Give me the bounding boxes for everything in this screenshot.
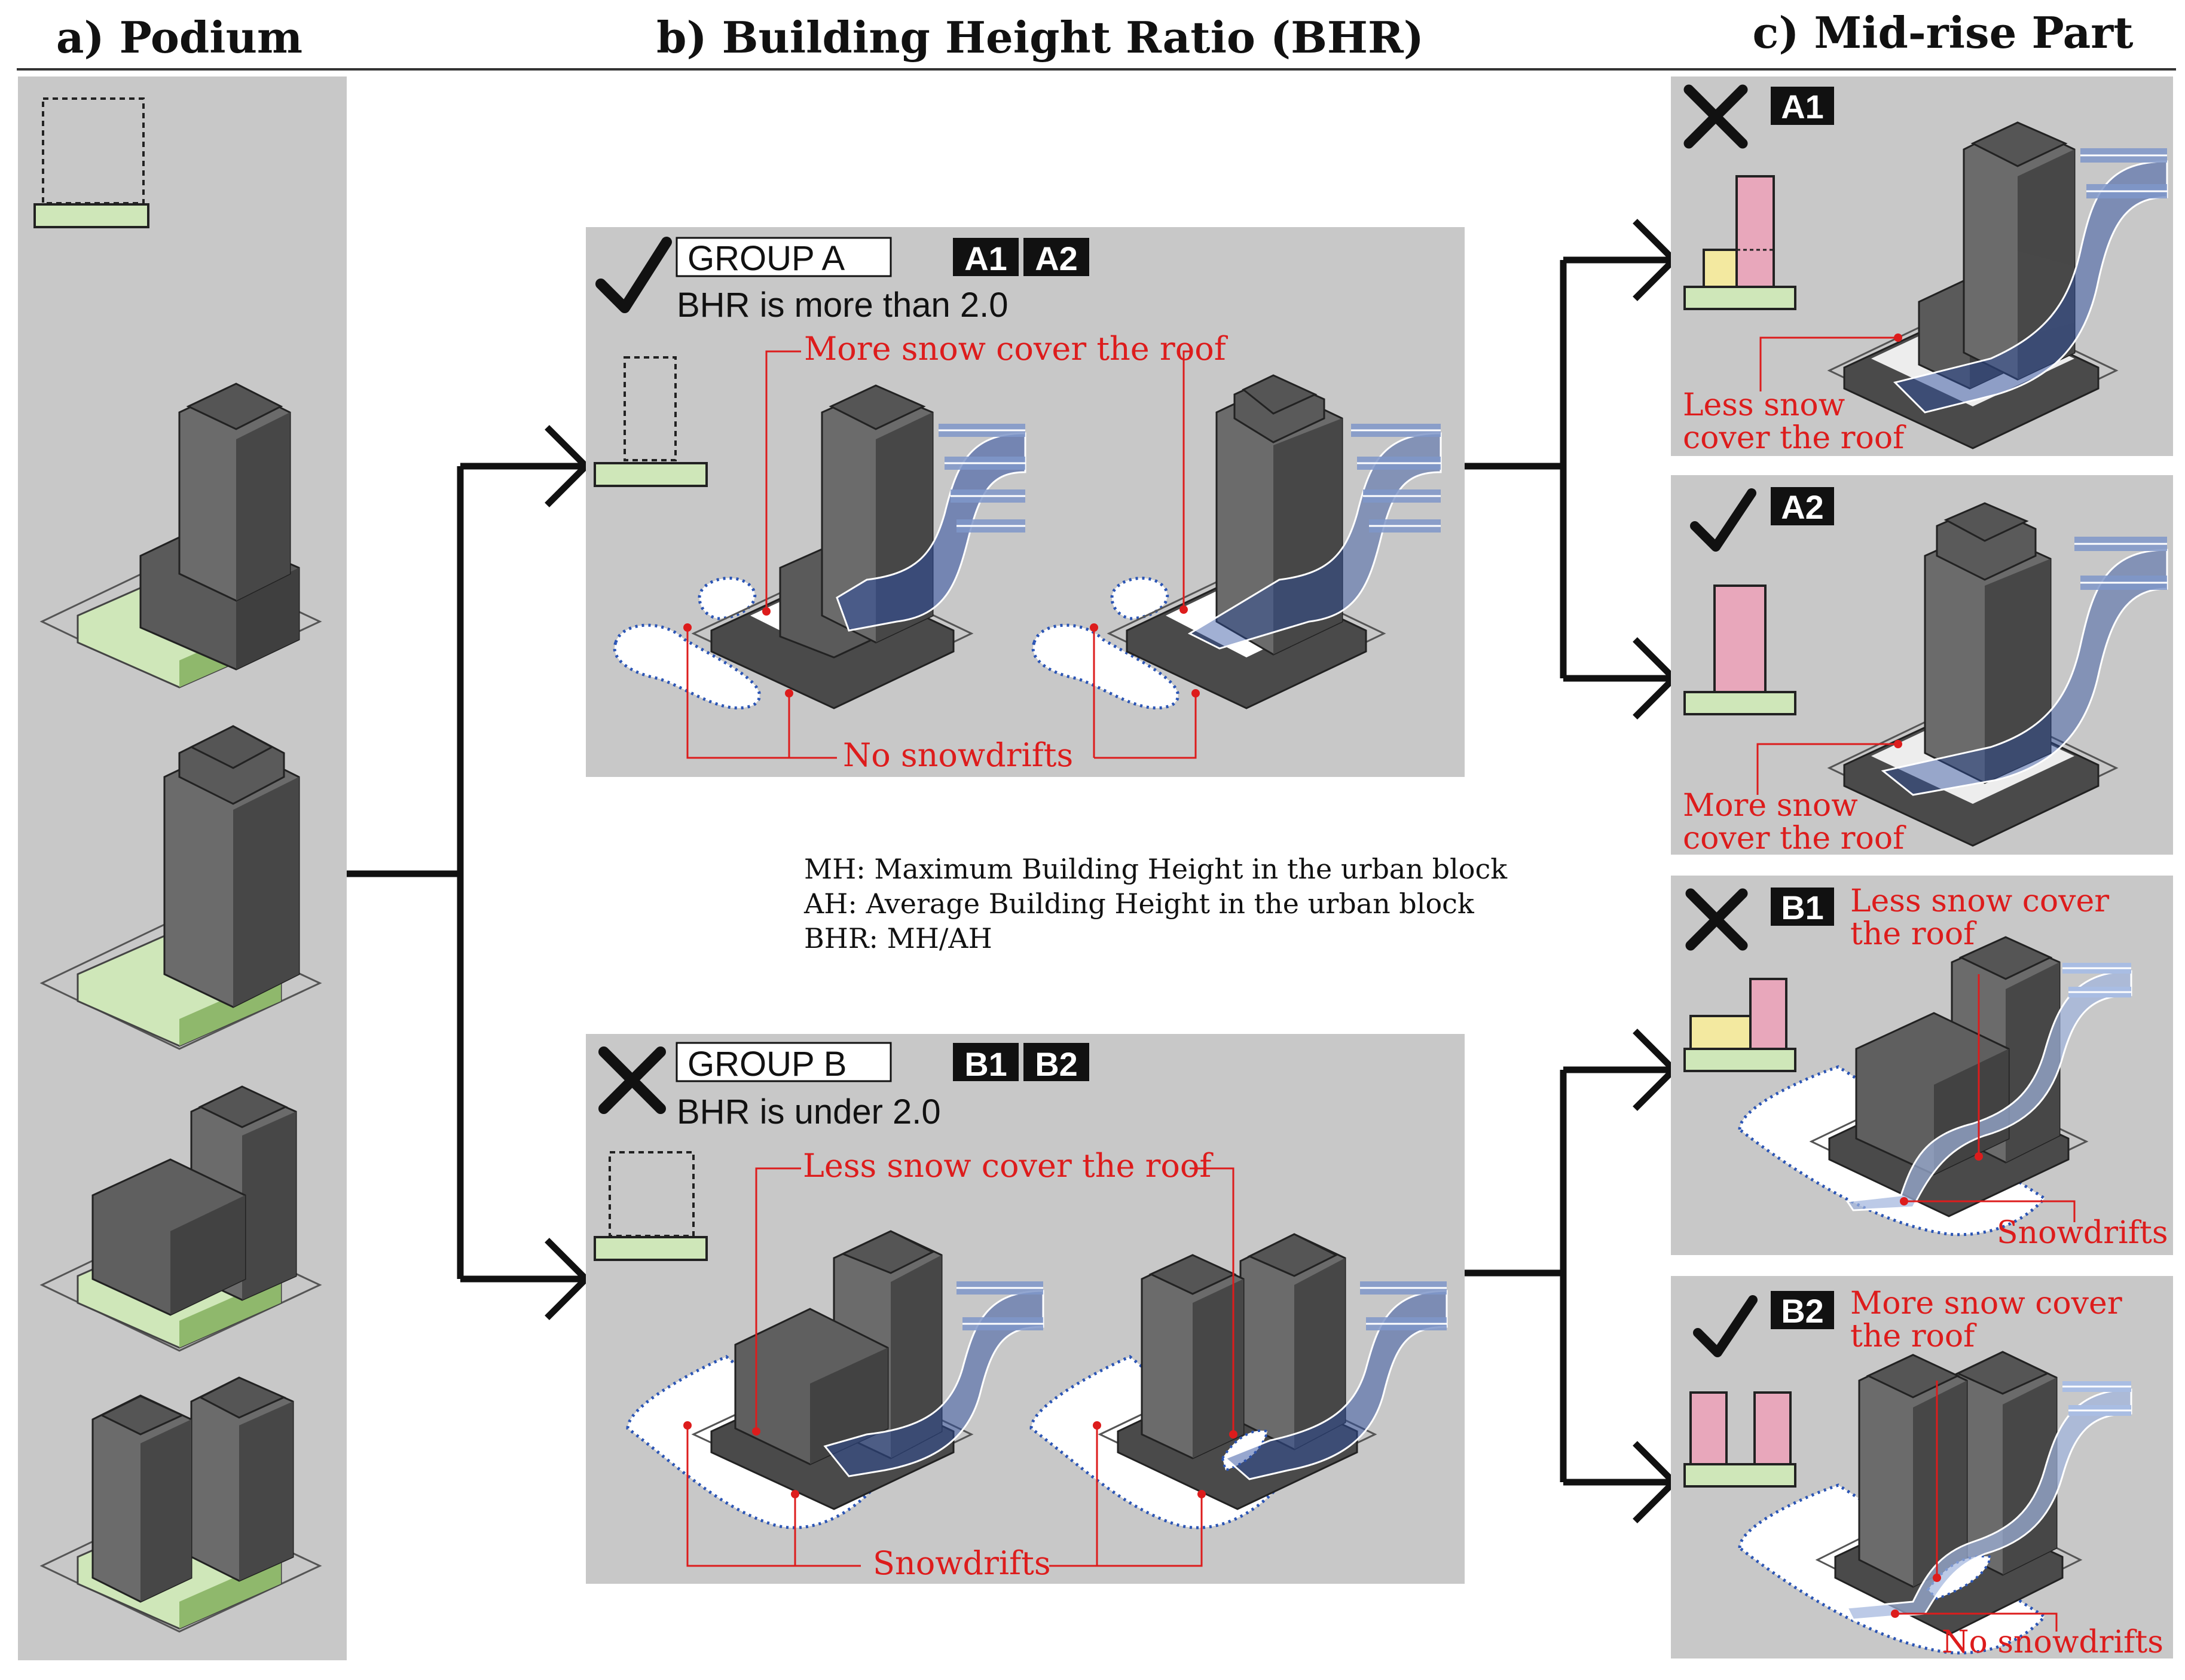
case-b2-annotation-bottom: No snowdrifts	[1942, 1624, 2163, 1660]
case-b2-leader-bottom	[1895, 1612, 2058, 1632]
case-b2-building	[1738, 1351, 2132, 1655]
case-b1-annotation-bottom: Snowdrifts	[1997, 1215, 2168, 1251]
case-b2-icon-pink-right	[1753, 1391, 1792, 1465]
group-a-dot	[1090, 623, 1098, 632]
case-b1-icon-base	[1683, 1048, 1796, 1072]
group-b-dot	[683, 1421, 692, 1430]
badge-b2-bg	[1023, 1043, 1089, 1081]
group-b-name-box	[676, 1042, 892, 1082]
case-a1-icon-pink	[1735, 175, 1775, 288]
group-a-dot	[683, 623, 692, 632]
header-midrise: c) Mid-rise Part	[1753, 7, 2134, 58]
badge-b1: B1	[964, 1045, 1007, 1083]
cross-icon	[1683, 84, 1748, 149]
group-b-leaders	[686, 1167, 1234, 1567]
case-b1-annotation-1: Less snow cover	[1850, 883, 2109, 919]
podium-building-2	[39, 725, 322, 1050]
case-b1-leader-bottom	[1904, 1200, 2076, 1222]
podium-building-4	[39, 1376, 322, 1633]
case-b2-annotation-2: the roof	[1850, 1318, 1977, 1354]
badge-a1: A1	[964, 240, 1007, 277]
case-a1-annotation-2: cover the roof	[1683, 420, 1906, 456]
case-a1-building	[1827, 121, 2168, 449]
connector-group-b-to-cases	[1465, 1066, 1671, 1486]
group-b-dot	[1197, 1490, 1206, 1498]
case-a1-badge: A1	[1781, 88, 1824, 126]
case-b2-icon-pink-left	[1689, 1391, 1728, 1465]
group-b-criterion: BHR is under 2.0	[677, 1093, 941, 1131]
group-b-dot	[1093, 1421, 1101, 1430]
group-b-annotation-bottom: Snowdrifts	[873, 1544, 1051, 1582]
connector-podium-to-groups	[347, 463, 583, 1283]
legend-mh: MH: Maximum Building Height in the urban…	[804, 853, 1508, 885]
badge-a2: A2	[1035, 240, 1078, 277]
group-a-icon-base	[594, 462, 708, 487]
badge-b2: B2	[1035, 1045, 1078, 1083]
cross-icon	[1685, 888, 1748, 951]
group-a-leaders	[686, 350, 1197, 759]
podium-building-3	[39, 1085, 322, 1352]
group-b-annotation-top: Less snow cover the roof	[803, 1147, 1214, 1185]
header-podium: a) Podium	[56, 12, 302, 63]
podium-building-1	[39, 382, 322, 688]
podium-icon-outline	[42, 97, 145, 204]
case-a2-icon-base	[1683, 691, 1796, 715]
badge-b1-bg	[953, 1043, 1019, 1081]
case-a1-annotation-1: Less snow	[1683, 387, 1845, 423]
group-a-name-box	[676, 237, 892, 277]
case-a1-leader	[1759, 336, 1898, 391]
case-a2-leader	[1756, 743, 1898, 795]
group-a-dot	[785, 689, 793, 697]
cross-icon	[598, 1046, 666, 1114]
group-b-dot	[791, 1490, 799, 1498]
group-b-building-2	[1029, 1233, 1448, 1529]
check-icon	[1693, 1295, 1758, 1357]
case-b2-icon-base	[1683, 1463, 1796, 1488]
case-b1-icon-pink	[1749, 978, 1787, 1050]
group-a-annotation-bottom: No snowdrifts	[843, 736, 1073, 774]
case-a2-annotation-1: More snow	[1683, 788, 1858, 824]
case-b2-annotation-1: More snow cover	[1850, 1286, 2122, 1321]
check-icon	[595, 237, 672, 313]
case-a1-badge-bg	[1771, 87, 1834, 125]
group-b-name: GROUP B	[687, 1045, 847, 1084]
case-a2-badge-bg	[1771, 487, 1834, 525]
case-a1-icon-yellow	[1703, 249, 1738, 288]
legend-ah: AH: Average Building Height in the urban…	[803, 888, 1475, 920]
case-a2-icon-pink	[1713, 585, 1767, 693]
case-b1-icon-yellow	[1689, 1015, 1752, 1050]
case-a2-building	[1827, 502, 2168, 847]
case-b1-annotation-2: the roof	[1850, 916, 1977, 952]
case-b1-building	[1738, 936, 2132, 1237]
case-b1-badge-bg	[1771, 888, 1834, 926]
group-b-building-1	[626, 1230, 1044, 1529]
case-b2-badge: B2	[1781, 1292, 1824, 1330]
case-b2-badge-bg	[1771, 1291, 1834, 1329]
case-b1-badge: B1	[1781, 889, 1824, 926]
group-a-building-1	[613, 384, 1026, 710]
header-bhr: b) Building Height Ratio (BHR)	[656, 12, 1424, 63]
group-a-criterion: BHR is more than 2.0	[677, 286, 1008, 325]
group-a-dot	[1191, 689, 1200, 697]
connector-group-a-to-cases	[1465, 256, 1671, 682]
legend-bhr: BHR: MH/AH	[804, 922, 992, 954]
group-a-annotation-top: More snow cover the roof	[804, 330, 1229, 368]
case-a2-annotation-2: cover the roof	[1683, 821, 1906, 856]
group-b-icon-outline	[609, 1151, 695, 1237]
case-a2-badge: A2	[1781, 488, 1824, 526]
group-b-icon-base	[594, 1236, 708, 1261]
case-a1-icon-base	[1683, 286, 1796, 310]
group-a-building-2	[1031, 374, 1442, 710]
badge-a1-bg	[953, 238, 1019, 276]
check-icon	[1690, 488, 1756, 552]
badge-a2-bg	[1023, 238, 1089, 276]
group-a-name: GROUP A	[687, 239, 845, 278]
podium-icon-base	[33, 203, 149, 228]
